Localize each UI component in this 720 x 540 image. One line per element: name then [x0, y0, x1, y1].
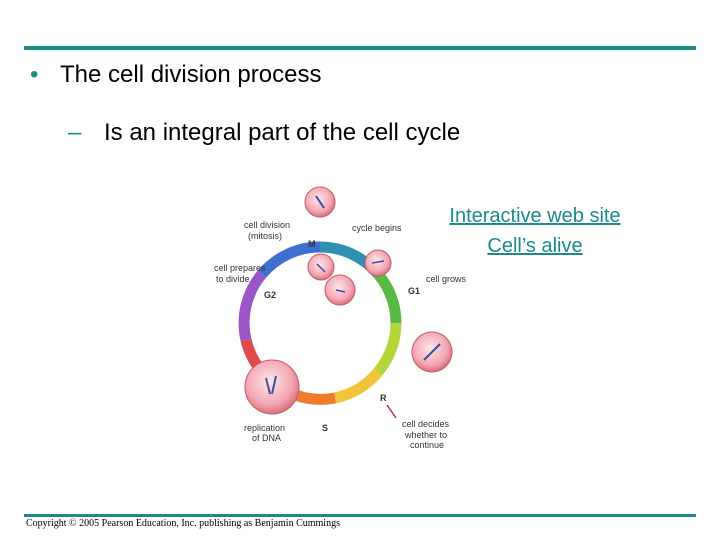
- cell-top: [304, 186, 336, 218]
- bullet-mark: •: [30, 61, 39, 88]
- ring-arc-g1-upper: [373, 270, 402, 324]
- ring-arc-g2-blue: [257, 241, 321, 278]
- label-cell-decides: cell decides: [402, 419, 450, 429]
- phase-g2: G2: [264, 290, 276, 300]
- phase-g1: G1: [408, 286, 420, 296]
- link-group: Interactive web site Cell’s alive: [410, 201, 660, 261]
- label-continue: continue: [410, 440, 444, 450]
- bullet-item: • The cell division process: [30, 61, 321, 89]
- sub-bullet-text: Is an integral part of the cell cycle: [104, 119, 461, 146]
- cell-cycle-svg: cell division (mitosis) cycle begins cel…: [214, 186, 467, 450]
- ring-arc-g2: [238, 270, 267, 342]
- top-rule: [24, 46, 696, 50]
- phase-s: S: [322, 423, 328, 433]
- cell-cycle-begins: [364, 249, 392, 277]
- interactive-web-site-link[interactable]: Interactive web site: [449, 205, 621, 227]
- label-mitosis: (mitosis): [248, 231, 282, 241]
- label-cycle-begins: cycle begins: [352, 223, 402, 233]
- label-of-dna: of DNA: [252, 433, 281, 443]
- phase-m: M: [308, 239, 316, 249]
- label-replication: replication: [244, 423, 285, 433]
- sub-bullet-mark: –: [68, 119, 82, 146]
- label-cell-division: cell division: [244, 220, 290, 230]
- cells-alive-link[interactable]: Cell’s alive: [487, 235, 583, 257]
- cell-grows: [411, 331, 453, 373]
- bottom-rule: [24, 514, 696, 517]
- label-cell-grows: cell grows: [426, 274, 467, 284]
- copyright-text: Copyright © 2005 Pearson Education, Inc.…: [26, 518, 340, 529]
- cell-cycle-diagram: cell division (mitosis) cycle begins cel…: [200, 180, 490, 455]
- label-whether-to: whether to: [404, 430, 447, 440]
- phase-r: R: [380, 393, 387, 403]
- ring-arc-g1-lower: [373, 322, 402, 376]
- restriction-point-tick: [386, 404, 397, 419]
- sub-bullet-item: – Is an integral part of the cell cycle: [68, 119, 460, 147]
- cell-g2: [244, 359, 300, 415]
- cell-dividing: [307, 253, 356, 306]
- label-cell-prepares: cell prepares: [214, 263, 266, 273]
- bullet-text: The cell division process: [60, 61, 322, 88]
- ring-arc-r: [333, 368, 383, 404]
- label-to-divide: to divide: [216, 274, 250, 284]
